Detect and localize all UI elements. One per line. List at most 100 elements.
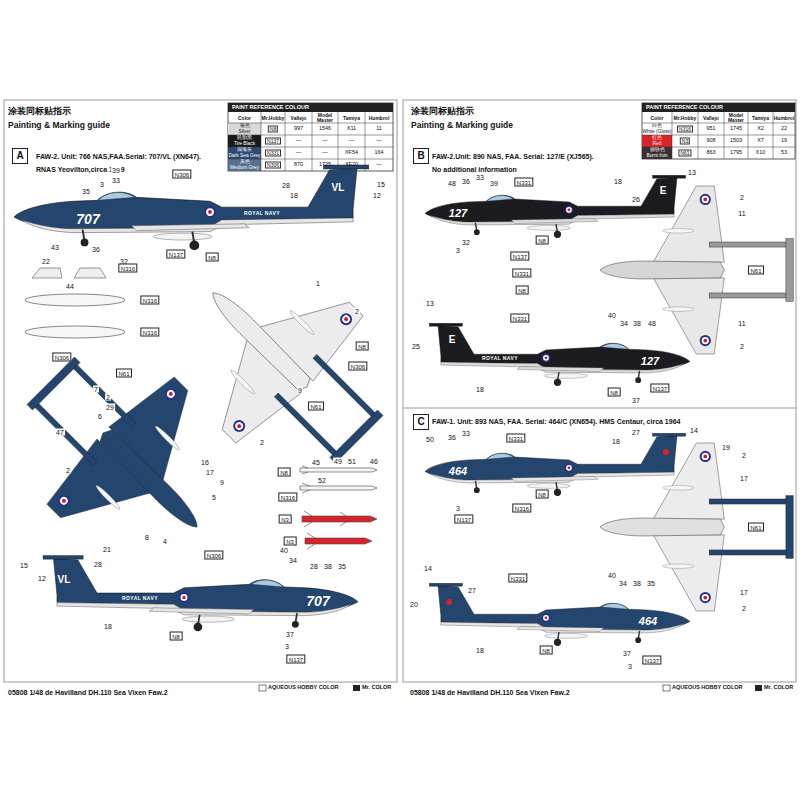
callout-number: 19 <box>721 444 731 451</box>
fin-badge <box>663 449 669 455</box>
brand-icon <box>259 685 266 691</box>
paint-table <box>228 103 393 171</box>
paint-code: N8 <box>536 490 549 499</box>
aircraft-side-view <box>429 323 690 386</box>
illustration-part <box>228 135 261 147</box>
illustration-part <box>642 112 795 159</box>
table-cell: — <box>349 138 355 144</box>
paint-code: N8 <box>540 646 553 655</box>
table-cell: XF54 <box>345 150 358 156</box>
table-cell: — <box>322 138 328 144</box>
color-name: 红色 <box>652 136 662 141</box>
table-cell: 997 <box>294 126 303 132</box>
decal-text: VL <box>58 575 71 585</box>
callout-number: 2 <box>739 194 745 201</box>
callout-number: 28 <box>281 182 291 189</box>
brand-icon <box>755 685 762 691</box>
callout-number: 2 <box>105 394 111 401</box>
kit-title: 05808 1/48 de Havilland DH.110 Sea Vixen… <box>8 689 168 696</box>
callout-number: 2 <box>65 467 71 474</box>
paint-code: N137 <box>454 515 473 524</box>
table-header: Color <box>645 115 669 120</box>
paint-brand: Mr. COLOR <box>764 685 793 691</box>
callout-number: 40 <box>607 572 617 579</box>
callout-number: 39 <box>489 180 499 187</box>
table-cell: 908 <box>706 138 715 144</box>
table-cell: 1795 <box>730 150 742 156</box>
illustration-part <box>228 112 393 171</box>
callout-number: 15 <box>376 181 386 188</box>
paint-code: N306 <box>52 353 71 362</box>
callout-number: 32 <box>461 239 471 246</box>
aircraft-side-view <box>425 433 686 496</box>
brand-icon <box>663 685 670 691</box>
paint-code: N8 <box>170 632 183 641</box>
paint-code: N331 <box>506 434 525 443</box>
callout-number: 36 <box>91 246 101 253</box>
decal-text: 707 <box>76 212 99 226</box>
callout-number: 38 <box>632 580 642 587</box>
table-cell: 863 <box>706 150 715 156</box>
callout-number: 14 <box>689 427 699 434</box>
table-header: Model Master <box>724 113 748 123</box>
page-heading: 涂装同标贴指示 <box>411 107 474 116</box>
callout-number: 21 <box>102 546 112 553</box>
callout-number: 25 <box>411 343 421 350</box>
table-title: PAINT REFERENCE COLOUR <box>232 105 309 111</box>
callout-number: 3 <box>455 247 461 254</box>
callout-number: 52 <box>317 477 327 484</box>
color-name: Silver <box>239 130 251 135</box>
table-cell: 11 <box>376 126 382 132</box>
table-header: Humbrol <box>367 115 391 120</box>
color-name: 深海灰 <box>237 148 252 153</box>
table-header: Mr.Hobby <box>261 115 285 120</box>
table-cell: 53 <box>781 150 787 156</box>
table-cell: — <box>322 150 328 156</box>
callout-number: 18 <box>103 623 113 630</box>
paint-code: N316 <box>677 126 693 133</box>
page-heading: 涂装同标贴指示 <box>8 107 71 116</box>
paint-code: N61 <box>116 369 132 378</box>
callout-number: 4 <box>162 538 168 545</box>
callout-number: 35 <box>81 188 91 195</box>
color-name: 银色 <box>240 124 250 129</box>
scheme-title: FAW-2.Unit: 890 NAS, FAA. Serial: 127/E … <box>432 153 594 160</box>
illustration-part <box>228 103 393 112</box>
decal-text: 464 <box>449 466 467 477</box>
illustration-part <box>642 103 795 112</box>
decal-text: ROYAL NAVY <box>122 596 158 601</box>
aircraft-underside-view <box>600 186 793 354</box>
callout-number: 2 <box>741 605 747 612</box>
table-cell: X11 <box>347 126 356 132</box>
paint-brand: Mr. COLOR <box>362 685 391 691</box>
callout-number: 9 <box>297 387 303 394</box>
decal-text: VL <box>332 183 345 193</box>
paint-table <box>642 103 795 159</box>
paint-code: N331 <box>514 178 533 187</box>
callout-number: 36 <box>461 178 471 185</box>
section-letter-box: B <box>413 148 429 164</box>
table-cell: 870 <box>294 162 303 168</box>
table-cell: XF20 <box>345 162 358 168</box>
drop-tank <box>25 294 125 306</box>
paint-code: N8 <box>278 468 291 477</box>
callout-number: 17 <box>205 469 215 476</box>
decal-text: 464 <box>639 616 657 627</box>
color-name: 烧铁色 <box>650 148 665 153</box>
callout-number: 18 <box>613 178 623 185</box>
paint-code: N8 <box>608 388 621 397</box>
paint-code: N61 <box>748 266 764 275</box>
illustration-part <box>642 103 795 159</box>
scheme-title: FAW-2. Unit: 766 NAS,FAA.Serial: 707/VL … <box>36 153 201 160</box>
table-header: Mr.Hobby <box>673 115 697 120</box>
scheme-title: No additional information <box>432 166 517 173</box>
table-header: Color <box>233 115 257 120</box>
aircraft-underside-view <box>600 443 793 611</box>
paint-code: N306 <box>204 551 223 560</box>
callout-number: 18 <box>289 192 299 199</box>
illustration-part <box>228 103 393 171</box>
table-header: Model Master <box>313 113 337 123</box>
section-letter: B <box>417 151 424 161</box>
